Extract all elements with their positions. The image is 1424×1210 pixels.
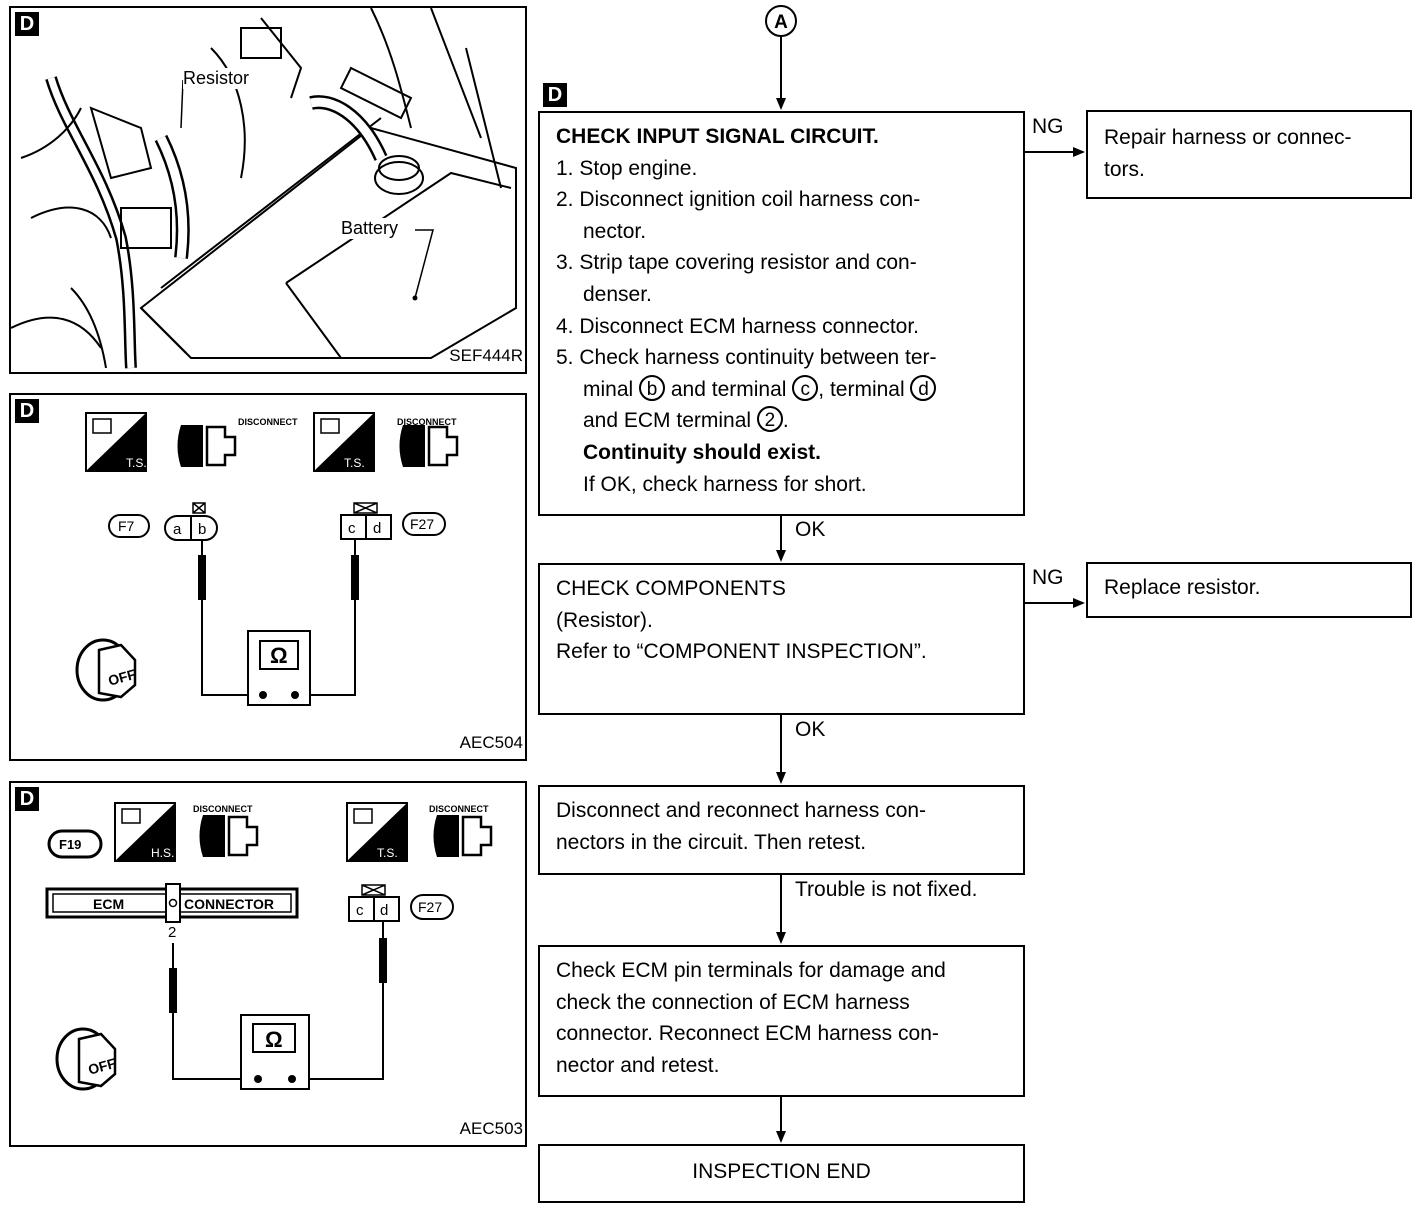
ecm-terminal-2-mark: 2 — [756, 406, 783, 433]
figure-continuity-check-1: D — [9, 393, 527, 761]
section-tag-d: D — [15, 12, 39, 36]
connector-label: CONNECTOR — [184, 896, 274, 912]
ts-text: T.S. — [377, 846, 398, 860]
ng-action-replace-resistor: Replace resistor. — [1086, 562, 1412, 618]
ts-text: T.S. — [126, 456, 147, 470]
connector-f19-label: F19 — [59, 837, 81, 852]
step1-item: 2. Disconnect ignition coil harness con- — [556, 188, 921, 212]
key-off-text: OFF — [86, 1055, 118, 1078]
step1-continuity: Continuity should exist. — [583, 440, 822, 464]
terminal-b-label: b — [198, 521, 206, 538]
figure-code: AEC504 — [459, 733, 523, 752]
disconnect-text: DISCONNECT — [429, 804, 489, 814]
figure-code: AEC503 — [459, 1119, 523, 1138]
ng-label: NG — [1032, 115, 1064, 138]
terminal-d-mark: d — [910, 374, 937, 401]
connector-f27-label: F27 — [418, 899, 442, 915]
section-tag-d: D — [15, 399, 39, 423]
ok-label: OK — [795, 518, 826, 541]
step1-item: 4. Disconnect ECM harness connector. — [556, 314, 920, 338]
inspection-end: INSPECTION END — [538, 1144, 1025, 1203]
figure-code: SEF444R — [449, 346, 523, 365]
step1-item-cont: denser. — [583, 282, 652, 306]
disconnect-text: DISCONNECT — [193, 804, 253, 814]
hs-icon — [114, 802, 176, 862]
ohmmeter-symbol: Ω — [270, 643, 288, 668]
disconnect-icon — [177, 425, 237, 467]
terminal-d-label: d — [373, 520, 381, 537]
step1-terminal-line: minal b and terminal c, terminal d — [556, 374, 1023, 406]
step-check-ecm-pin-terminals: Check ECM pin terminals for damage and c… — [538, 945, 1025, 1097]
ecm-pin-2-label: 2 — [168, 924, 176, 941]
step1-if-ok: If OK, check harness for short. — [583, 472, 867, 496]
terminal-c-label: c — [348, 520, 356, 537]
step-reconnect-and-retest: Disconnect and reconnect harness con- ne… — [538, 785, 1025, 875]
step1-ecm-terminal-line: and ECM terminal 2. — [556, 405, 1023, 437]
terminal-a-label: a — [173, 521, 182, 538]
disconnect-text: DISCONNECT — [238, 417, 298, 427]
ng-label: NG — [1032, 566, 1064, 589]
trouble-not-fixed-label: Trouble is not fixed. — [795, 878, 978, 901]
ts-icon — [85, 412, 147, 472]
disconnect-icon — [433, 815, 493, 857]
key-off-text: OFF — [106, 666, 138, 689]
connector-f27-label: F27 — [410, 516, 434, 532]
step1-title: CHECK INPUT SIGNAL CIRCUIT. — [556, 125, 879, 148]
ecm-label: ECM — [93, 896, 124, 912]
ignition-key-icon — [75, 638, 137, 702]
step1-item-cont: nector. — [583, 219, 647, 243]
terminal-d-label: d — [380, 902, 388, 919]
engine-bay-drawing — [11, 8, 517, 369]
figure-engine-bay: D Resistor Battery SEF444R — [9, 6, 527, 374]
ts-icon — [346, 802, 408, 862]
start-connector-label: A — [774, 12, 788, 33]
disconnect-icon — [199, 815, 259, 857]
hs-text: H.S. — [151, 846, 174, 860]
resistor-label: Resistor — [183, 68, 250, 89]
connector-f7-label: F7 — [118, 518, 135, 534]
continuity-diagram-1: DISCONNECT DISCONNECT T.S. T.S. F7 a b c… — [75, 412, 459, 706]
figure-continuity-check-2: D — [9, 781, 527, 1147]
section-tag-d: D — [15, 787, 39, 811]
ts-icon — [313, 412, 375, 472]
step1-item: 3. Strip tape covering resistor and con- — [556, 251, 917, 275]
battery-label: Battery — [341, 218, 399, 239]
disconnect-icon — [399, 425, 459, 467]
ts-text: T.S. — [344, 456, 365, 470]
step1-item: 1. Stop engine. — [556, 156, 698, 180]
terminal-b-mark: b — [639, 374, 666, 401]
terminal-c-label: c — [356, 902, 364, 919]
step1-item: 5. Check harness continuity between ter- — [556, 346, 937, 370]
disconnect-text: DISCONNECT — [397, 417, 457, 427]
ok-label: OK — [795, 718, 826, 741]
step-check-components: CHECK COMPONENTS (Resistor). Refer to “C… — [538, 563, 1025, 715]
ohmmeter-symbol: Ω — [265, 1027, 283, 1052]
ignition-key-icon — [55, 1027, 117, 1091]
continuity-diagram-2: F19 H.S. DISCONNECT T.S. DISCONNECT ECM … — [45, 802, 493, 1091]
ng-action-repair-harness: Repair harness or connec- tors. — [1086, 110, 1412, 199]
step-check-input-signal-circuit: CHECK INPUT SIGNAL CIRCUIT. 1. Stop engi… — [538, 111, 1025, 516]
terminal-c-mark: c — [792, 374, 819, 401]
flow-section-tag-d: D — [543, 83, 567, 107]
